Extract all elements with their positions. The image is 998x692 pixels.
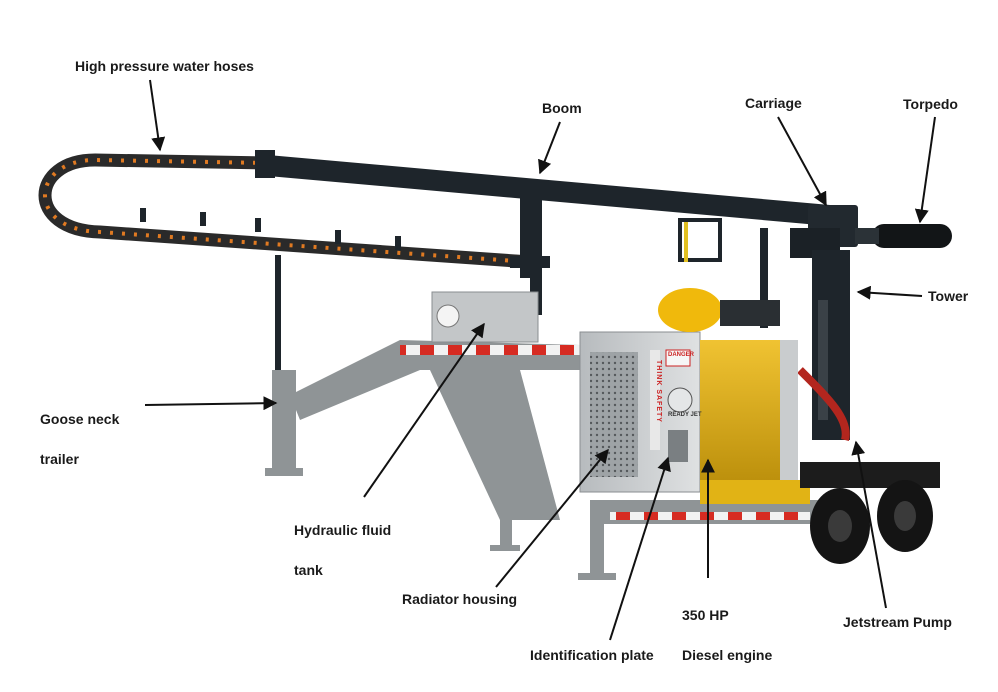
label-goose-neck-line1: Goose neck xyxy=(40,411,120,427)
arrow-hydraulic-tank xyxy=(363,322,485,498)
arrow-id-plate xyxy=(609,456,671,641)
trailer-frame xyxy=(265,340,820,580)
label-engine-line2: Diesel engine xyxy=(682,647,773,663)
arrow-carriage xyxy=(777,116,827,207)
label-identification-plate: Identification plate xyxy=(530,647,654,663)
arrow-pump xyxy=(851,440,887,609)
diesel-engine xyxy=(658,288,810,504)
label-engine-line1: 350 HP xyxy=(682,607,729,623)
label-jetstream-pump: Jetstream Pump xyxy=(843,614,952,630)
arrow-boom xyxy=(538,121,561,175)
label-high-pressure-water-hoses: High pressure water hoses xyxy=(75,58,254,74)
think-safety-decal: THINK SAFETY xyxy=(655,360,662,423)
label-goose-neck-line2: trailer xyxy=(40,451,79,467)
danger-sticker: DANGER xyxy=(668,352,695,358)
arrow-radiator xyxy=(495,448,609,588)
label-tower: Tower xyxy=(928,288,969,304)
leader-arrows xyxy=(144,79,936,641)
label-goose-neck-trailer: Goose neck trailer xyxy=(40,389,119,489)
arrow-gooseneck xyxy=(144,396,278,411)
label-diesel-engine: 350 HP Diesel engine xyxy=(682,585,772,685)
label-radiator-housing: Radiator housing xyxy=(402,591,518,607)
ready-jet-badge: READY JET xyxy=(668,412,702,418)
label-boom: Boom xyxy=(542,100,582,116)
boom-beam xyxy=(268,155,830,375)
tower-column xyxy=(797,250,850,441)
radiator-housing xyxy=(579,331,701,493)
hydraulic-tank xyxy=(431,291,539,343)
trailer-wheels xyxy=(800,462,940,564)
label-hydraulic-line2: tank xyxy=(294,562,323,578)
label-carriage: Carriage xyxy=(745,95,802,111)
arrow-hoses xyxy=(149,79,166,152)
torpedo-nozzle xyxy=(855,224,952,248)
label-hydraulic-fluid-tank: Hydraulic fluid tank xyxy=(294,500,391,600)
arrow-tower xyxy=(856,285,923,300)
arrow-torpedo xyxy=(914,116,936,224)
label-torpedo: Torpedo xyxy=(903,96,958,112)
label-hydraulic-line1: Hydraulic fluid xyxy=(294,522,392,538)
